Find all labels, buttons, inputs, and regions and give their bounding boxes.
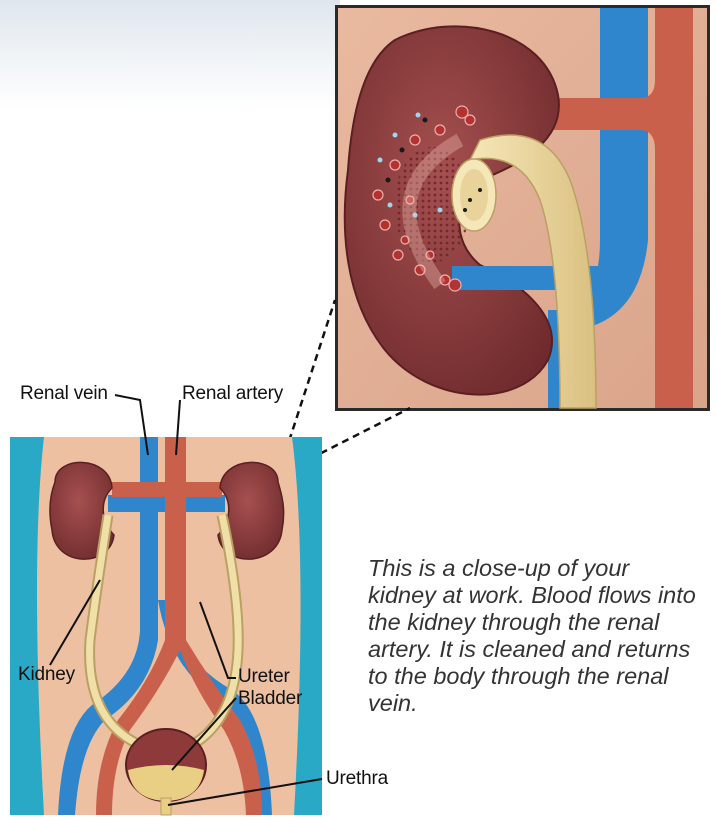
label-urethra: Urethra: [326, 768, 388, 790]
label-renal-vein: Renal vein: [20, 383, 108, 405]
label-ureter: Ureter: [238, 666, 290, 688]
label-kidney: Kidney: [18, 664, 75, 686]
closeup-caption: This is a close-up of your kidney at wor…: [368, 555, 703, 717]
body-diagram: [10, 437, 322, 815]
kidney-closeup-panel: [335, 5, 710, 411]
label-bladder: Bladder: [238, 688, 302, 710]
label-renal-artery: Renal artery: [182, 383, 283, 405]
